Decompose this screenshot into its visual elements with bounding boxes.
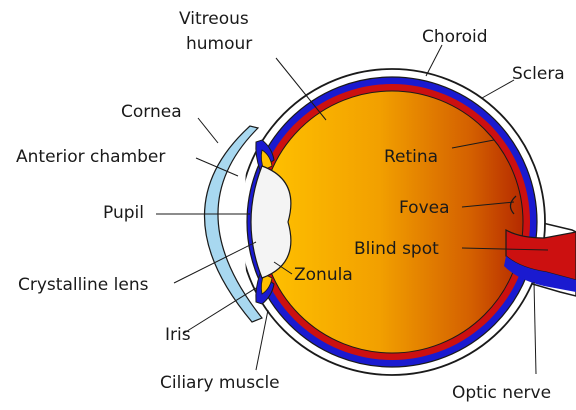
label-zonula: Zonula (294, 265, 353, 285)
label-retina: Retina (384, 147, 438, 167)
label-optic-nerve: Optic nerve (452, 383, 551, 403)
label-anterior-chamber: Anterior chamber (16, 147, 165, 167)
label-crystalline-lens: Crystalline lens (18, 275, 149, 295)
label-pupil: Pupil (103, 203, 144, 223)
label-vitreous-humour-line2: humour (186, 34, 252, 54)
label-choroid: Choroid (422, 27, 488, 47)
label-iris: Iris (165, 325, 191, 345)
label-ciliary-muscle: Ciliary muscle (160, 373, 280, 393)
crystalline-lens (251, 166, 291, 278)
vitreous-humour (261, 91, 523, 353)
label-sclera: Sclera (512, 64, 565, 84)
label-cornea: Cornea (121, 102, 182, 122)
label-blind-spot: Blind spot (354, 239, 439, 259)
label-fovea: Fovea (399, 198, 450, 218)
label-vitreous-humour-line1: Vitreous (179, 9, 249, 29)
